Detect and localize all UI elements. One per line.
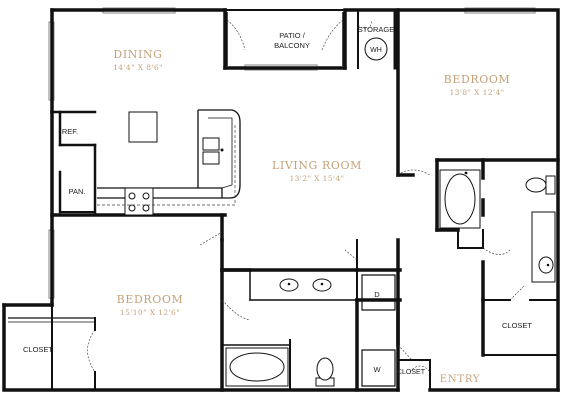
- patio-label-line2: BALCONY: [274, 41, 310, 50]
- closet-left-label: CLOSET: [23, 345, 53, 354]
- bedroom-left-title: BEDROOM: [117, 293, 184, 306]
- bedroom-right-dims: 13'8" X 12'4": [450, 88, 505, 97]
- dryer-label: D: [374, 290, 380, 299]
- water-heater-label: WH: [370, 47, 382, 54]
- dining-title: DINING: [113, 48, 162, 61]
- patio-label-line1: PATIO /: [279, 31, 305, 40]
- refrigerator-label: REF.: [62, 127, 78, 136]
- bedroom-left-dims: 15'10" X 12'6": [120, 308, 180, 317]
- door-swings: [87, 19, 526, 373]
- closet-right-label: CLOSET: [502, 321, 532, 330]
- pantry-label: PAN.: [69, 187, 86, 196]
- storage-label: STORAGE: [358, 25, 395, 34]
- living-room-dims: 13'2" X 15'4": [290, 174, 345, 183]
- closet-entry-label: CLOSET: [397, 369, 426, 376]
- dining-dims: 14'4" X 8'6": [113, 63, 163, 72]
- living-room-title: LIVING ROOM: [272, 159, 362, 172]
- washer-label: W: [373, 365, 381, 374]
- bath-fixtures: [225, 37, 556, 387]
- room-labels: DINING 14'4" X 8'6" LIVING ROOM 13'2" X …: [23, 25, 532, 385]
- kitchen: [97, 109, 241, 216]
- bedroom-right-title: BEDROOM: [444, 73, 511, 86]
- walls: [2, 8, 560, 392]
- entry-label: ENTRY: [440, 374, 481, 385]
